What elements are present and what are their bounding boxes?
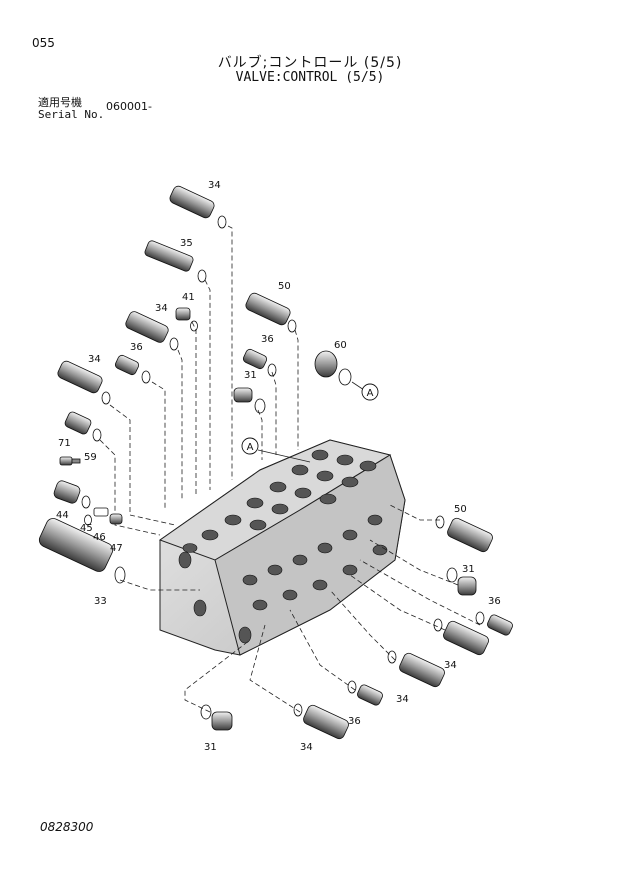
plug-36-left [114, 354, 151, 384]
page-title-english: VALVE:CONTROL (5/5) [235, 70, 385, 85]
callout-a-plug: A [361, 383, 379, 401]
spring-46 [93, 507, 109, 517]
part-label-31: 31 [204, 742, 217, 753]
footer-drawing-code: 0828300 [40, 820, 94, 834]
callout-a-body: A [241, 437, 259, 455]
part-label-34: 34 [300, 742, 313, 753]
plug-31-right [446, 567, 477, 596]
part-label-36: 36 [261, 334, 274, 345]
part-label-31: 31 [462, 564, 475, 575]
part-label-36: 36 [130, 342, 143, 353]
plug-31-bottom [200, 704, 233, 731]
part-label-59: 59 [84, 452, 97, 463]
relief-valve-35 [144, 240, 207, 283]
part-label-34: 34 [208, 180, 221, 191]
callout-a-plug-text: A [367, 388, 374, 399]
callout-leader-a-body [257, 449, 311, 463]
plug-60 [314, 350, 352, 386]
relief-valve-34-second [125, 311, 179, 351]
relief-valve-34-left [57, 360, 111, 405]
serial-label-japanese: 適用号機 [38, 96, 82, 109]
page-title-japanese: バルブ;コントロール (5/5) [217, 55, 403, 71]
part-label-35: 35 [180, 238, 193, 249]
part-label-47: 47 [110, 543, 123, 554]
plug-31-top [233, 387, 266, 414]
valve-body-block [158, 439, 406, 656]
relief-valve-34-right-upper [433, 618, 489, 656]
part-label-34: 34 [155, 303, 168, 314]
plug-59 [64, 411, 102, 442]
part-label-36: 36 [488, 596, 501, 607]
serial-label-english: Serial No. [38, 108, 105, 121]
serial-number-value: 060001- [106, 100, 152, 113]
o-ring-45 [84, 514, 92, 526]
callout-leader-a-plug [351, 381, 365, 391]
part-label-71: 71 [58, 438, 71, 449]
relief-valve-50-top [245, 292, 297, 333]
plug-36-bottom [347, 680, 383, 706]
page-number: 055 [32, 36, 55, 50]
part-label-34: 34 [444, 660, 457, 671]
poppet-47 [109, 513, 123, 525]
part-label-34: 34 [88, 354, 101, 365]
relief-valve-34-bottom [293, 703, 349, 740]
callout-a-body-text: A [247, 442, 254, 453]
part-number-labels: 34 35 41 34 36 34 50 36 31 60 71 59 44 4… [56, 180, 501, 753]
screw-71 [59, 456, 81, 466]
part-label-31: 31 [244, 370, 257, 381]
part-label-50: 50 [278, 281, 291, 292]
relief-valve-34-right-lower [387, 650, 445, 688]
plug-44 [53, 480, 91, 509]
relief-valve-34-top [169, 185, 227, 229]
main-relief-valve-33 [38, 518, 126, 584]
part-label-41: 41 [182, 292, 195, 303]
part-label-44: 44 [56, 510, 69, 521]
part-label-45: 45 [80, 523, 93, 534]
part-label-36: 36 [348, 716, 361, 727]
part-label-60: 60 [334, 340, 347, 351]
part-label-50: 50 [454, 504, 467, 515]
relief-valve-50-right [435, 515, 493, 553]
plug-36-top [242, 348, 277, 377]
plug-41 [175, 307, 198, 332]
plug-36-right [475, 611, 513, 636]
part-label-34: 34 [396, 694, 409, 705]
part-label-46: 46 [93, 532, 106, 543]
part-label-33: 33 [94, 596, 107, 607]
